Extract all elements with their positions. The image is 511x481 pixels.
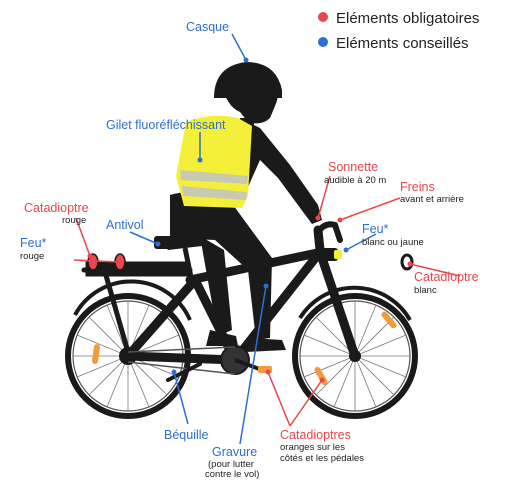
label-catadioptre-avant-sub: blanc [414, 286, 437, 297]
label-bequille: Béquille [164, 428, 208, 442]
mandatory-color-dot [318, 12, 328, 22]
cyclist [170, 62, 322, 352]
label-gravure: Gravure [212, 445, 257, 459]
label-sonnette: Sonnette [328, 160, 378, 174]
legend-recommended-label: Eléments conseillés [336, 35, 469, 52]
legend-recommended: Eléments conseillés [318, 35, 469, 52]
label-catadioptre-avant: Catadioptre [414, 270, 479, 284]
recommended-color-dot [318, 37, 328, 47]
label-catadioptres: Catadioptres [280, 428, 351, 442]
legend-mandatory-label: Eléments obligatoires [336, 10, 479, 27]
label-gravure-sub2: contre le vol) [205, 470, 259, 481]
label-casque: Casque [186, 20, 229, 34]
label-sonnette-sub: audible à 20 m [324, 176, 386, 187]
label-catadioptre-arriere-sub: rouge [62, 216, 86, 227]
label-feu-arriere-sub: rouge [20, 252, 44, 263]
label-catadioptre-arriere: Catadioptre [24, 201, 89, 215]
label-feu-avant: Feu* [362, 222, 388, 236]
label-catadioptres-sub2: côtés et les pédales [280, 454, 364, 465]
legend-mandatory: Eléments obligatoires [318, 10, 479, 27]
label-freins-sub: avant et arrière [400, 195, 464, 206]
label-gilet: Gilet fluoréfléchissant [106, 118, 226, 132]
front-light [318, 248, 342, 261]
label-feu-arriere: Feu* [20, 236, 46, 250]
label-feu-avant-sub: blanc ou jaune [362, 238, 424, 249]
label-freins: Freins [400, 180, 435, 194]
label-antivol: Antivol [106, 218, 144, 232]
